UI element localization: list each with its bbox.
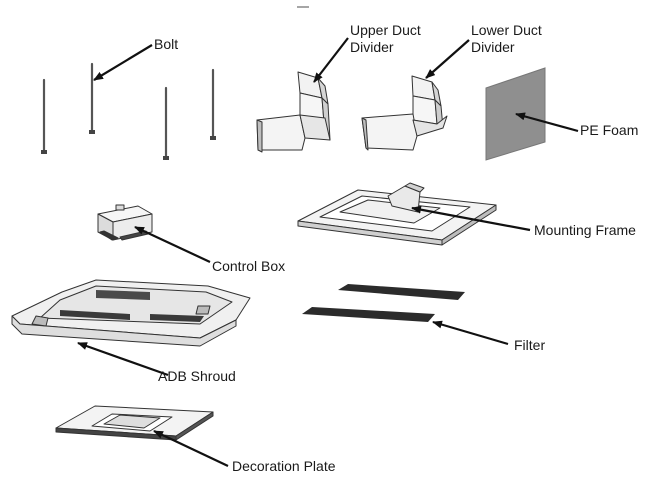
arrow-lower-duct-divider (425, 39, 470, 79)
label-mounting-frame: Mounting Frame (534, 222, 636, 238)
bolt-3 (163, 86, 169, 160)
label-filter: Filter (514, 337, 546, 353)
bolt-4 (210, 68, 216, 140)
label-lower-duct-divider: Lower Duct Divider (471, 22, 542, 55)
label-pe-foam: PE Foam (580, 122, 639, 138)
control-box-part (97, 204, 153, 241)
bolt-2 (89, 62, 95, 134)
arrow-bolt (93, 44, 153, 81)
arrow-control-box (134, 226, 211, 263)
bolts (41, 62, 216, 160)
arrow-pe-foam (515, 112, 579, 133)
lower-duct-divider-part (361, 75, 448, 151)
label-bolt: Bolt (154, 36, 179, 52)
filter-parts (302, 284, 465, 322)
label-control-box: Control Box (212, 258, 286, 274)
adb-shroud-part (11, 279, 251, 347)
upper-duct-divider-part (256, 71, 331, 153)
arrow-adb-shroud (77, 341, 169, 377)
arrow-upper-duct-divider (313, 37, 349, 83)
decoration-plate-part (55, 405, 214, 441)
mounting-frame-part (297, 182, 497, 246)
label-upper-duct-divider: Upper Duct Divider (350, 22, 421, 55)
label-adb-shroud: ADB Shroud (158, 368, 236, 384)
bolt-1 (41, 78, 47, 154)
arrow-decoration-plate (153, 430, 229, 467)
pe-foam-part (485, 67, 546, 161)
filter-upper (338, 284, 465, 300)
callout-arrows (77, 37, 579, 467)
arrow-mounting-frame (411, 205, 531, 232)
label-decoration-plate: Decoration Plate (232, 458, 336, 474)
arrow-filter (432, 320, 509, 346)
filter-lower (302, 307, 435, 322)
